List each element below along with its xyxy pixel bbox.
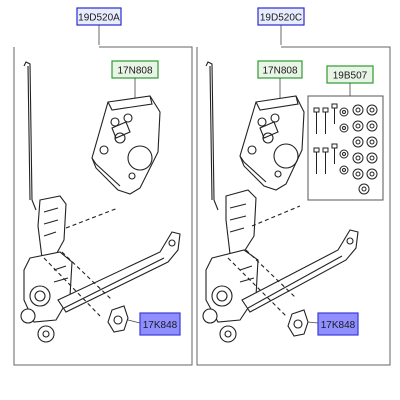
svg-text:17N808: 17N808 [117, 66, 152, 77]
bracket-plate-drawing [91, 95, 161, 195]
panel-right-frame [196, 46, 391, 366]
part-label-17k848-right[interactable]: 17K848 [317, 312, 359, 336]
step-assembly-drawing [202, 61, 359, 343]
fastener-kit-drawing [307, 95, 384, 201]
part-label-19b507[interactable]: 19B507 [326, 65, 374, 84]
part-label-19d520c-text: 19D520C [260, 13, 302, 24]
part-label-19d520c[interactable]: 19D520C [257, 7, 305, 26]
leader-line [307, 321, 319, 324]
part-label-17n808-right[interactable]: 17N808 [257, 60, 303, 79]
panel-right: 19D520C 17N808 19B507 [196, 7, 391, 366]
bracket-plate-drawing [239, 95, 305, 191]
part-label-19d520a-text: 19D520A [78, 13, 120, 24]
step-assembly-drawing [20, 61, 181, 343]
svg-text:19B507: 19B507 [333, 71, 368, 82]
part-label-17n808-left[interactable]: 17N808 [111, 60, 159, 79]
svg-text:17N808: 17N808 [262, 66, 297, 77]
panel-left: 19D520A 17N808 [13, 7, 193, 366]
leader-line [127, 319, 141, 324]
panel-left-frame [13, 46, 193, 366]
svg-text:17K848: 17K848 [143, 320, 178, 331]
part-label-19d520a[interactable]: 19D520A [76, 7, 122, 26]
svg-text:17K848: 17K848 [321, 320, 356, 331]
part-label-17k848-left[interactable]: 17K848 [139, 312, 181, 336]
